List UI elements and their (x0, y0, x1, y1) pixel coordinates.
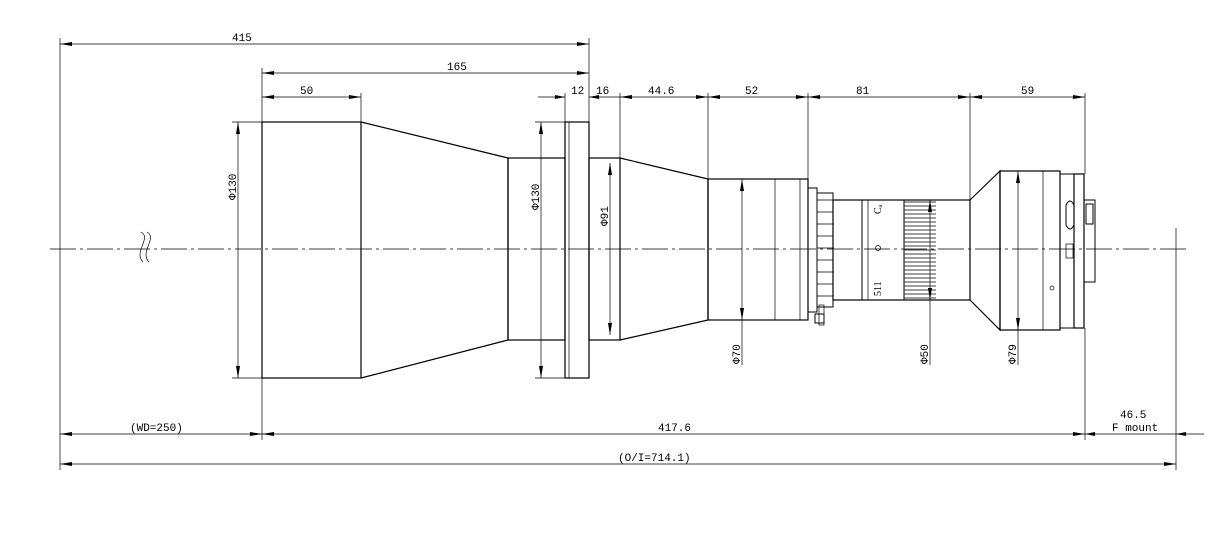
dim-52: 52 (745, 86, 758, 98)
dia-130-front: Φ130 (228, 121, 262, 379)
svg-text:Φ130: Φ130 (531, 184, 543, 210)
svg-text:415: 415 (232, 33, 252, 45)
dim-16: 16 (596, 86, 609, 98)
svg-text:F mount: F mount (1112, 423, 1158, 435)
lens-marking-top: Cₐ (873, 204, 884, 214)
svg-text:417.6: 417.6 (658, 423, 691, 435)
dim-417-6: 417.6 (262, 423, 1085, 436)
svg-text:(O/I=714.1): (O/I=714.1) (618, 453, 691, 465)
svg-text:Φ50: Φ50 (920, 344, 932, 364)
flange-collar (588, 157, 621, 341)
coupling-ring (807, 187, 818, 313)
f-mount-ring (1073, 173, 1085, 329)
lens-marking-bottom: 511 (873, 281, 884, 296)
dim-row-3: 50 12 16 44.6 52 81 59 (262, 86, 1085, 99)
dim-oi: (O/I=714.1) (60, 453, 1176, 466)
dim-165: 165 (262, 62, 589, 75)
dia-70: Φ70 (732, 179, 744, 365)
rear-barrel-79 (999, 170, 1061, 331)
svg-text:(WD=250): (WD=250) (130, 423, 183, 435)
rear-cone (969, 169, 1001, 332)
dim-415: 415 (60, 33, 589, 46)
svg-text:Φ130: Φ130 (228, 174, 240, 200)
dim-wd: (WD=250) (60, 423, 262, 436)
barrel-70 (707, 178, 809, 321)
svg-text:Φ70: Φ70 (732, 344, 744, 364)
svg-text:46.5: 46.5 (1120, 410, 1146, 422)
break-symbol (139, 231, 145, 263)
dim-81: 81 (856, 86, 870, 98)
svg-text:Φ91: Φ91 (600, 206, 612, 226)
camera-lens-body (832, 199, 971, 301)
svg-text:Φ79: Φ79 (1008, 344, 1020, 364)
dia-50: Φ50 (920, 200, 932, 365)
mount-flange (564, 121, 590, 379)
svg-text:165: 165 (447, 62, 467, 74)
dim-59: 59 (1021, 86, 1034, 98)
dia-79: Φ79 (1008, 171, 1020, 365)
dim-12: 12 (571, 86, 584, 98)
dim-50: 50 (300, 86, 313, 98)
front-taper (360, 121, 509, 379)
dim-flange-46-5: 46.5 F mount (1085, 410, 1204, 436)
dim-44-6: 44.6 (648, 86, 674, 98)
front-hood (261, 121, 362, 379)
dia-130-flange: Φ130 (531, 121, 565, 379)
dia-91: Φ91 (600, 163, 612, 335)
